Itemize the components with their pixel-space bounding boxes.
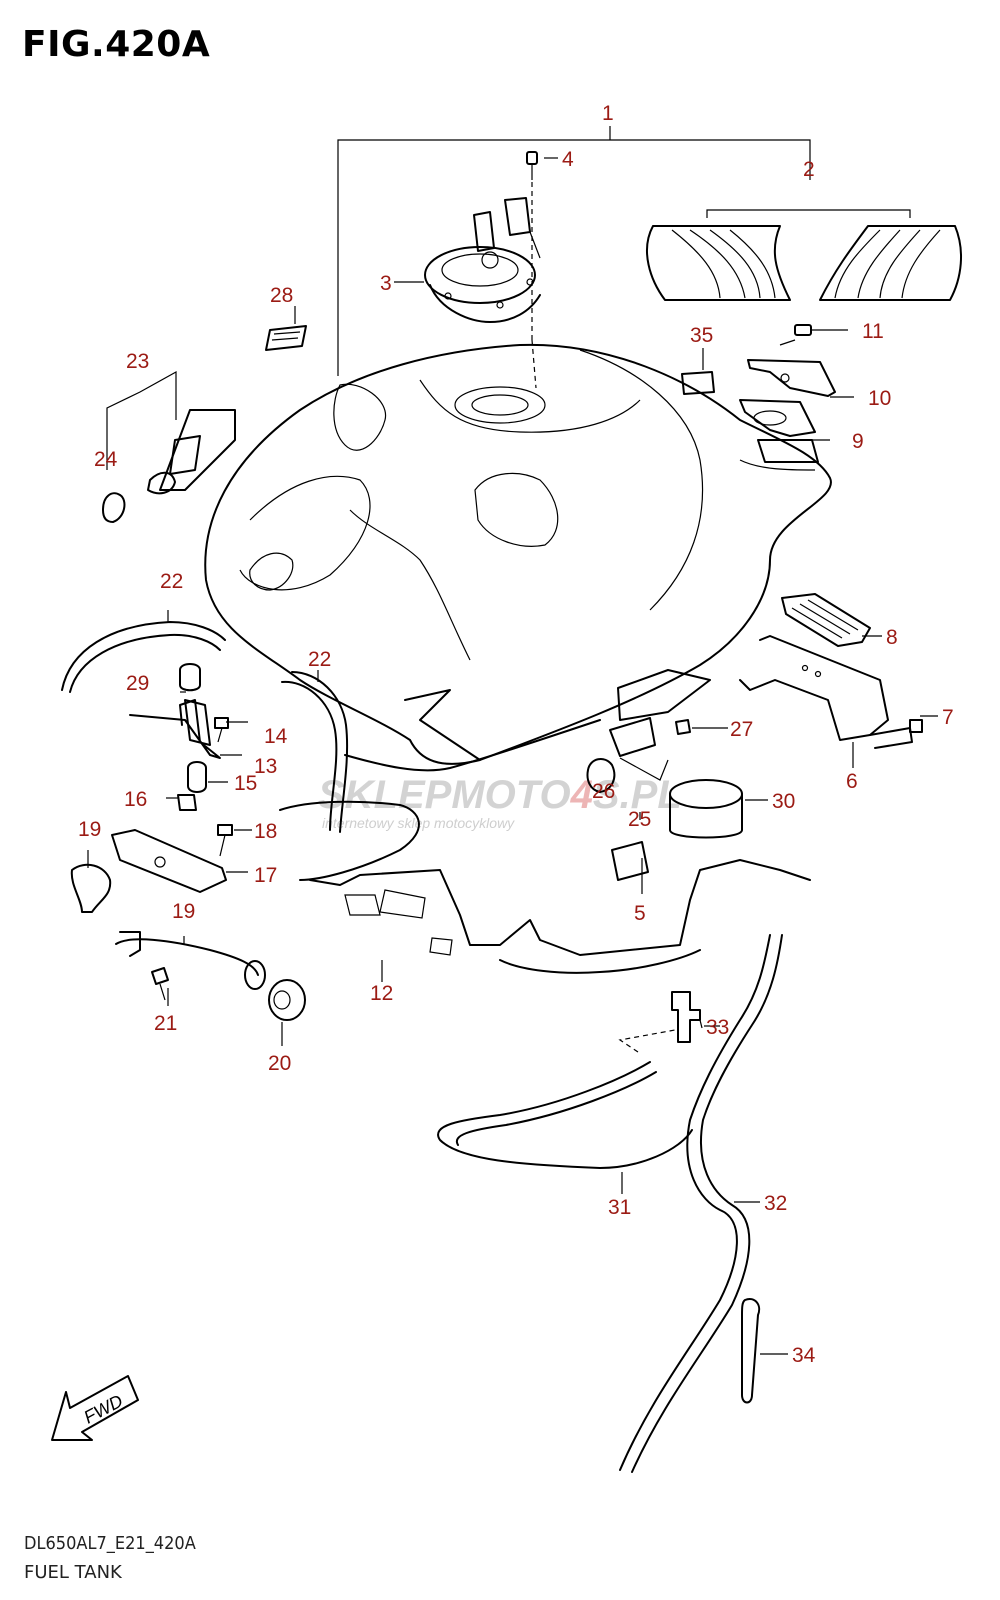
callout-14: 14 xyxy=(264,725,288,748)
callout-1: 1 xyxy=(602,102,614,125)
figure-title: FIG.420A xyxy=(22,24,211,65)
watermark-brand-tail: S.PL xyxy=(593,773,682,817)
assembly-brackets xyxy=(337,126,911,376)
callout-29: 29 xyxy=(126,672,149,695)
callout-28: 28 xyxy=(270,284,293,307)
callout-15: 15 xyxy=(234,772,257,795)
callout-12: 12 xyxy=(370,982,393,1005)
callout-11: 11 xyxy=(862,320,884,343)
hoses-22 xyxy=(61,621,349,833)
parts-23-24 xyxy=(102,370,236,523)
callout-5: 5 xyxy=(634,902,646,925)
lower-hoses xyxy=(437,934,783,1473)
callout-9: 9 xyxy=(852,430,864,453)
callout-26: 26 xyxy=(592,780,615,803)
fwd-label: FWD xyxy=(80,1391,126,1428)
parts-left-middle xyxy=(111,663,233,893)
fuel-tank xyxy=(204,343,832,765)
callout-34: 34 xyxy=(792,1344,816,1367)
callout-8: 8 xyxy=(886,626,898,649)
callout-7: 7 xyxy=(942,706,954,729)
callout-19a: 19 xyxy=(78,818,101,841)
callout-3: 3 xyxy=(380,272,392,295)
parts-25-27 xyxy=(586,669,711,793)
callout-33: 33 xyxy=(706,1016,729,1039)
callout-2: 2 xyxy=(803,158,815,181)
callout-19b: 19 xyxy=(172,900,195,923)
callout-32: 32 xyxy=(764,1192,787,1215)
callout-13: 13 xyxy=(254,755,277,778)
tank-emblems xyxy=(646,225,962,301)
callout-10: 10 xyxy=(868,387,891,410)
watermark: SKLEPMOTO4S.PL internetowy sklep motocyk… xyxy=(318,773,682,831)
callout-35: 35 xyxy=(690,324,713,347)
callout-22b: 22 xyxy=(308,648,331,671)
part-28 xyxy=(265,325,307,351)
fwd-arrow: FWD xyxy=(51,1375,139,1441)
callout-20: 20 xyxy=(268,1052,291,1075)
callout-6: 6 xyxy=(846,770,858,793)
parts-30-5 xyxy=(611,779,743,881)
callout-23: 23 xyxy=(126,350,149,373)
callout-numbers: 1 2 3 4 5 6 7 8 9 10 11 12 13 14 15 16 1… xyxy=(78,102,954,1367)
callout-17: 17 xyxy=(254,864,277,887)
watermark-brand-main: SKLEPMOTO xyxy=(318,773,571,817)
callout-22a: 22 xyxy=(160,570,183,593)
callout-25: 25 xyxy=(628,808,651,831)
svg-text:SKLEPMOTO4S.PL: SKLEPMOTO4S.PL xyxy=(318,773,682,817)
parts-19-21 xyxy=(70,863,306,1021)
callout-27: 27 xyxy=(730,718,753,741)
callout-24: 24 xyxy=(94,448,118,471)
callout-30: 30 xyxy=(772,790,795,813)
parts-right-bracket xyxy=(739,593,923,749)
watermark-brand-num: 4 xyxy=(570,773,593,817)
callout-18: 18 xyxy=(254,820,277,843)
bolt-4 xyxy=(526,151,538,389)
tank-frame-rails xyxy=(279,689,811,974)
callout-21: 21 xyxy=(154,1012,177,1035)
callout-4: 4 xyxy=(562,148,574,171)
callout-16: 16 xyxy=(124,788,147,811)
fuel-cap xyxy=(424,197,541,323)
figure-code: DL650AL7_E21_420A xyxy=(24,1533,196,1554)
parts-top-right xyxy=(681,324,836,463)
callout-31: 31 xyxy=(608,1196,631,1219)
figure-name: FUEL TANK xyxy=(24,1562,122,1583)
callout-leaders xyxy=(87,157,938,1355)
